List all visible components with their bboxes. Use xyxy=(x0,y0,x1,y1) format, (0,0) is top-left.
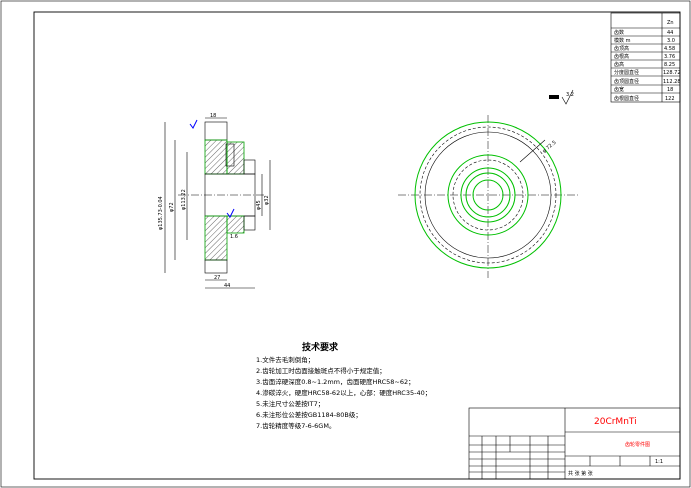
parameter-table: Zn 齿数 44 模数 m 3.0 齿顶高 4.58 齿根高 3.76 齿高 8… xyxy=(610,12,681,103)
param-header: Zn xyxy=(667,20,674,26)
requirement-item: 3.齿面淬硬深度0.8~1.2mm，齿面硬度HRC58~62； xyxy=(256,377,415,386)
svg-text:3.2: 3.2 xyxy=(566,92,574,98)
material-label: 20CrMnTi xyxy=(594,417,637,427)
requirement-item: 7.齿轮精度等级7-6-6GM。 xyxy=(256,421,335,430)
part-name: 齿轮零件图 xyxy=(625,441,650,448)
requirement-item: 6.未注形位公差按GB1184-80B级； xyxy=(256,410,362,419)
param-value: 4.58 xyxy=(664,46,675,52)
technical-requirements: 技术要求 1.文件去毛刺倒角； 2.齿轮加工时齿面接触斑点不得小于规定值； 3.… xyxy=(256,341,431,430)
gear-end-view: φ 72.5 xyxy=(398,115,580,278)
param-label: 齿顶高 xyxy=(614,45,629,52)
dim-bore-dia: φ45 xyxy=(256,200,262,210)
requirement-item: 4.渗碳淬火，硬度HRC58-62以上，心部：硬度HRC35-40； xyxy=(256,388,431,397)
drawing-frame xyxy=(33,11,681,480)
dim-top-width: 18 xyxy=(210,113,216,119)
requirement-item: 2.齿轮加工时齿面接触斑点不得小于规定值； xyxy=(256,366,386,375)
scale-value: 1:1 xyxy=(655,459,663,465)
dim-hub-dia: φ113.22 xyxy=(181,189,187,210)
title-block: 20CrMnTi 齿轮零件图 1:1 共 张 第 张 xyxy=(468,407,681,480)
requirements-heading: 技术要求 xyxy=(302,341,339,353)
roughness-symbol: 3.2 xyxy=(549,89,574,105)
requirement-item: 1.文件去毛刺倒角； xyxy=(256,355,314,364)
param-label: 齿顶圆直径 xyxy=(614,78,639,85)
param-label: 齿根高 xyxy=(614,53,629,60)
param-label: 齿根圆直径 xyxy=(614,95,639,102)
param-label: 齿高 xyxy=(614,61,624,68)
dim-end-dia: φ 72.5 xyxy=(541,140,557,155)
sheet-count: 共 张 第 张 xyxy=(568,470,593,477)
param-value: 3.76 xyxy=(664,54,675,60)
param-value: 128.72 xyxy=(663,70,681,76)
dim-bottom-inner: 27 xyxy=(214,275,220,281)
dim-bottom-outer: 44 xyxy=(224,283,230,289)
param-value: 122 xyxy=(665,96,675,102)
param-value: 8.25 xyxy=(664,62,675,68)
param-value: 44 xyxy=(667,30,673,36)
param-label: 齿宽 xyxy=(614,86,624,93)
param-label: 分度圆直径 xyxy=(614,69,639,76)
gear-section-view: 18 27 44 φ135.73-0.04 φ72 φ113.22 φ45 φ3… xyxy=(158,113,271,289)
dim-chamfer: 1.6 xyxy=(230,234,238,240)
param-label: 模数 m xyxy=(614,37,631,44)
param-value: 3.0 xyxy=(667,38,675,44)
dim-outer-dia: φ135.73-0.04 xyxy=(158,196,164,230)
param-value: 112.28 xyxy=(663,79,681,85)
param-value: 18 xyxy=(667,87,673,93)
dim-mid-dia: φ72 xyxy=(169,202,175,212)
param-label: 齿数 xyxy=(614,29,624,36)
requirement-item: 5.未注尺寸公差按IT7； xyxy=(256,399,324,408)
dim-small-dia: φ32 xyxy=(264,195,270,205)
